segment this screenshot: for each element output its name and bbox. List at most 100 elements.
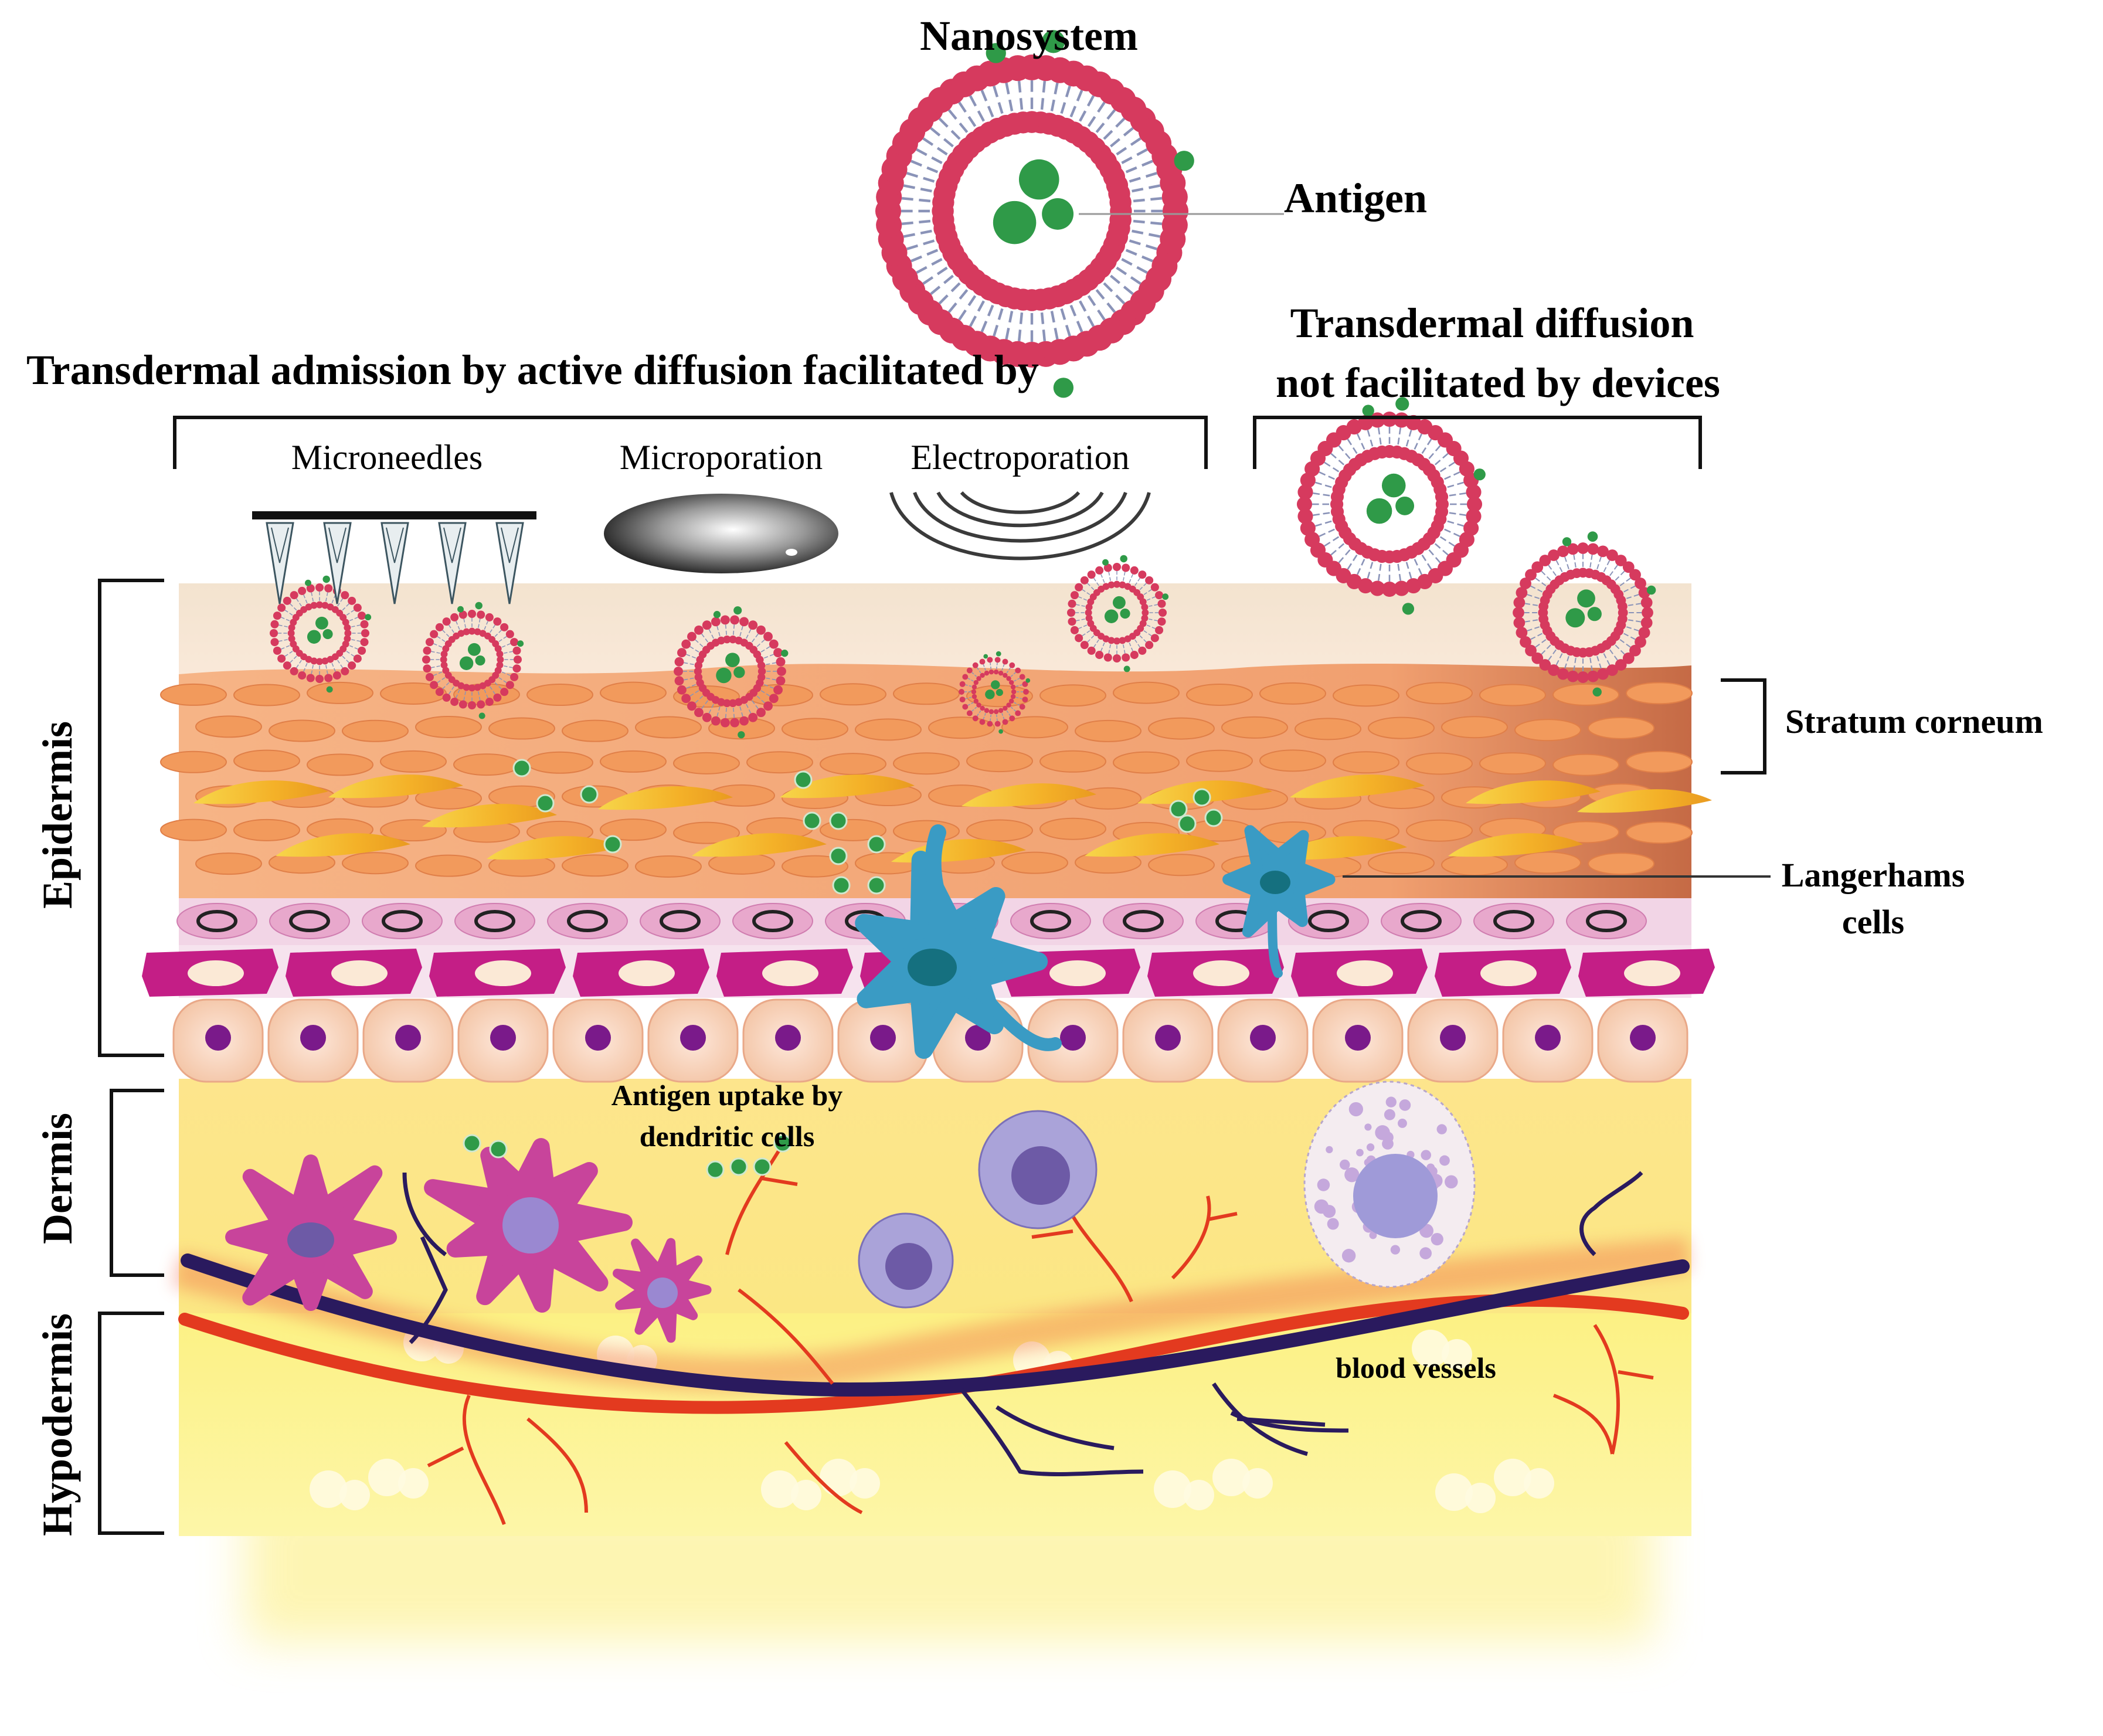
lipid-tail (993, 86, 999, 98)
antigen-core (307, 630, 321, 644)
microneedle (495, 522, 524, 604)
lipid-tail (1559, 653, 1563, 658)
langerhans-dendrite (925, 824, 958, 935)
lipid-tail (1008, 99, 1014, 111)
lipid-tail (1102, 579, 1105, 583)
lipid-head (988, 709, 994, 715)
lipid-tail (1078, 627, 1082, 629)
lipid-head (987, 657, 993, 663)
lipid-head (998, 708, 1004, 714)
corneocyte (1479, 752, 1546, 775)
lipid-head (988, 669, 994, 675)
lipid-tail (1145, 244, 1157, 250)
basal-nucleus (300, 1025, 326, 1051)
lipid-tail (733, 624, 735, 629)
lipid-tail (1552, 649, 1557, 654)
lipid-tail (1541, 582, 1547, 586)
lipid-tail (281, 617, 285, 619)
lipid-tail (1328, 528, 1335, 533)
corneocyte (1552, 683, 1619, 706)
lipid-tail (1338, 557, 1344, 563)
mast-granule (1385, 1096, 1397, 1107)
lipid-tail (971, 672, 974, 675)
fat-globule (1154, 1470, 1191, 1508)
lipid-tail (689, 693, 694, 697)
lipid-head (677, 648, 687, 658)
lipid-tail (281, 647, 285, 650)
basal-nucleus (585, 1025, 611, 1051)
lipid-tail (903, 233, 915, 238)
keratinocyte (732, 903, 813, 939)
fat-globule (1524, 1468, 1554, 1499)
lipid-tail (1319, 471, 1326, 476)
lipid-head (1010, 684, 1016, 690)
lipid-head (1070, 626, 1079, 634)
lipid-tail (1013, 672, 1016, 675)
lipid-tail (1548, 655, 1552, 661)
lipid-head (1158, 608, 1167, 617)
lipid-head (694, 667, 702, 675)
lipid-head (730, 615, 740, 625)
lipid-head (505, 630, 514, 638)
lipid-head (1130, 566, 1139, 575)
lipid-head (1622, 561, 1635, 573)
keratinocyte-nucleus (382, 910, 423, 932)
lipid-tail (1129, 579, 1132, 583)
lipid-tail (494, 633, 498, 637)
lipid-tail (305, 663, 308, 667)
lipid-head (723, 635, 731, 644)
corneocyte (893, 820, 960, 842)
lipid-tail (1121, 156, 1133, 164)
antigen-core (1018, 159, 1059, 200)
lipid-tail (1361, 559, 1365, 566)
lipid-head (1635, 636, 1646, 648)
lipid-head (1615, 659, 1627, 671)
lipid-tail (739, 706, 742, 711)
lipid-head (500, 688, 509, 697)
lipid-tail (718, 631, 721, 637)
lipid-tail (1564, 663, 1567, 669)
corneocyte (855, 718, 922, 741)
surface-antigen (457, 606, 464, 613)
lipid-tail (974, 674, 977, 677)
surface-antigen (738, 731, 745, 739)
lipid-tail (446, 633, 450, 637)
lipid-tail (1123, 572, 1126, 576)
lipid-tail (950, 130, 961, 140)
spinous-nucleus (1480, 960, 1537, 986)
lipid-head (1006, 676, 1011, 681)
antigen-particle (603, 835, 622, 854)
lipid-head (1022, 681, 1028, 687)
lipid-tail (1100, 647, 1103, 651)
passive-diffusion-bracket (1253, 416, 1702, 469)
lipid-head (353, 603, 362, 612)
active-diffusion-label: Transdermal admission by active diffusio… (26, 346, 1039, 393)
lipid-head (756, 708, 766, 718)
lipid-head (677, 685, 687, 695)
lipid-tail (326, 592, 328, 596)
spindle-cell (487, 836, 621, 860)
lipid-tail (1139, 586, 1143, 590)
surface-antigen (305, 579, 311, 586)
lipid-head (769, 694, 779, 704)
lipid-tail (919, 219, 931, 224)
lipid-head (270, 620, 279, 629)
lipid-tail (456, 694, 458, 698)
lipid-head (674, 657, 684, 667)
lipid-tail (1136, 266, 1148, 274)
lipid-tail (1083, 624, 1088, 627)
lipid-head (1640, 596, 1653, 609)
lipid-head (993, 709, 999, 715)
lipid-head (440, 661, 448, 669)
lipid-tail (1116, 147, 1127, 156)
lipid-tail (438, 671, 443, 674)
lipid-tail (1143, 592, 1147, 595)
lipid-head (1122, 653, 1130, 662)
lipid-tail (507, 643, 511, 646)
antigen-particle (580, 785, 599, 804)
mast-granule (1436, 1124, 1447, 1134)
mast-granule (1344, 1167, 1360, 1183)
lipid-tail (1129, 642, 1132, 647)
lipid-tail (303, 668, 305, 672)
lipid-tail (699, 695, 704, 699)
